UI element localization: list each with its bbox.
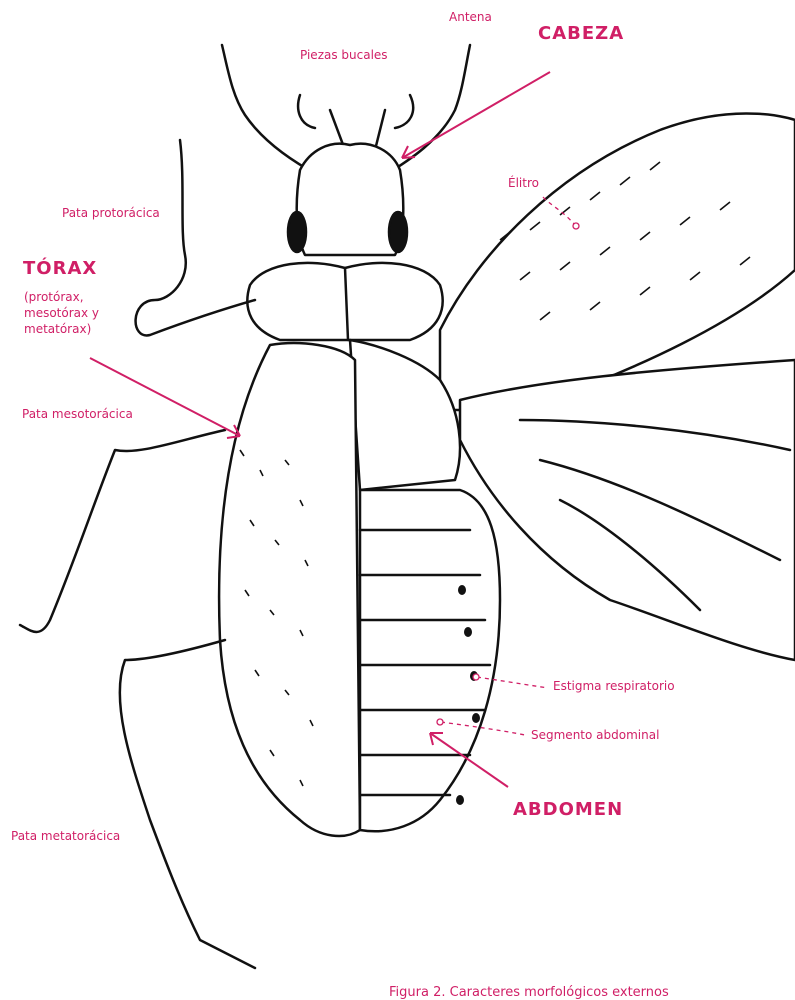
- prothoracic-leg-label: Pata protorácica: [62, 207, 160, 220]
- cabeza-arrow: [402, 72, 550, 158]
- elytron-label: Élitro: [508, 177, 539, 190]
- antenna-label: Antena: [449, 11, 492, 24]
- mouthparts-label: Piezas bucales: [300, 49, 388, 62]
- right-eye: [389, 212, 407, 252]
- mesothoracic-leg-label: Pata mesotorácica: [22, 408, 133, 421]
- hind-wing: [460, 360, 795, 660]
- left-elytron: [219, 343, 360, 836]
- spiracle: [472, 713, 480, 723]
- spiracle: [456, 795, 464, 805]
- abdomen: [360, 490, 500, 831]
- head-label: CABEZA: [538, 23, 624, 44]
- spiracle: [458, 585, 466, 595]
- thorax-sublabel-2: mesotórax y: [24, 305, 99, 321]
- pro-leg: [136, 140, 255, 335]
- left-eye: [288, 212, 306, 252]
- abdomen-label: ABDOMEN: [513, 799, 623, 820]
- spiracle: [464, 627, 472, 637]
- thorax-sublabel-1: (protórax,: [24, 289, 84, 305]
- torax-arrow: [90, 358, 240, 436]
- meso-leg: [20, 430, 225, 632]
- thorax-label: TÓRAX: [23, 258, 97, 279]
- thorax-sublabel-3: metatórax): [24, 321, 91, 337]
- spiracle-label: Estigma respiratorio: [553, 680, 675, 693]
- left-antenna: [222, 45, 318, 175]
- head: [297, 144, 404, 255]
- metathoracic-leg-label: Pata metatorácica: [11, 830, 120, 843]
- right-antenna: [385, 45, 470, 175]
- abdominal-segment-label: Segmento abdominal: [531, 729, 659, 742]
